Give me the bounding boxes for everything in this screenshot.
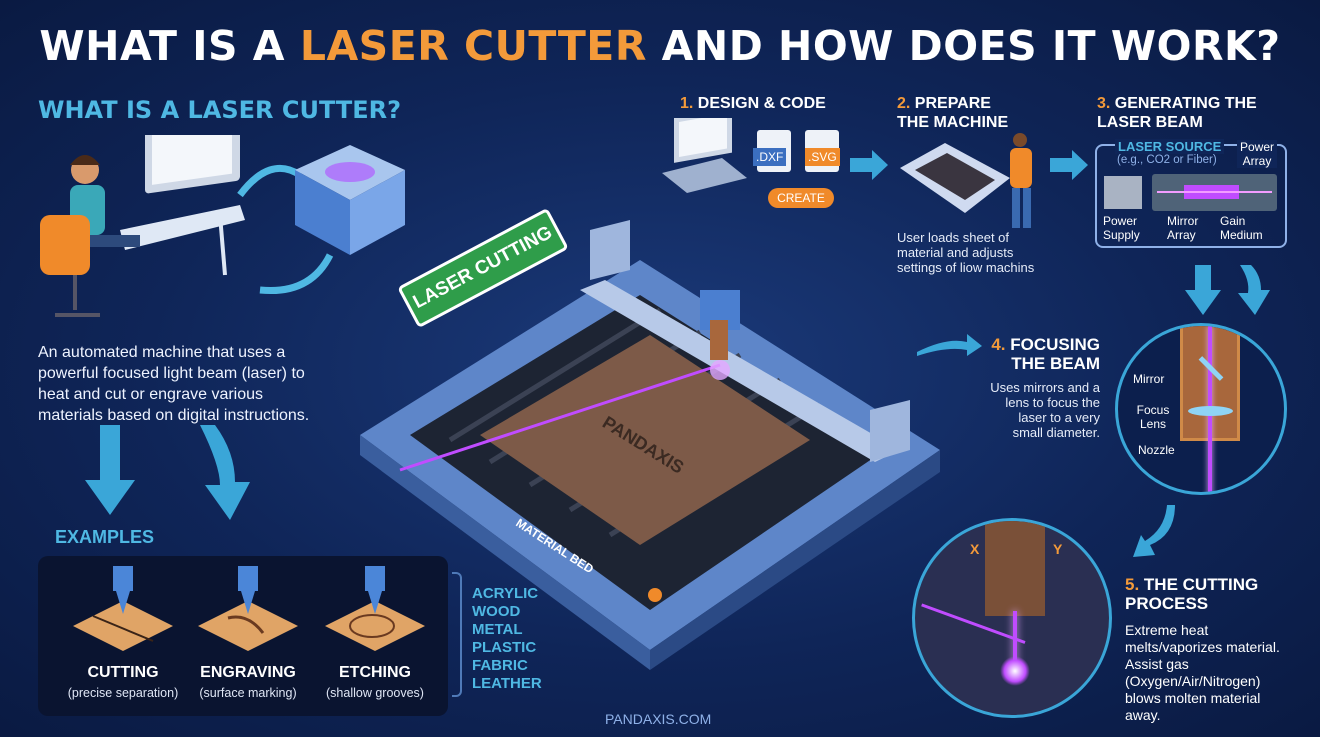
laser-source-subtitle: (e.g., CO2 or Fiber) <box>1117 154 1217 166</box>
svg-file-icon: .SVG <box>805 130 840 172</box>
etching-icon <box>325 566 425 651</box>
step-number: 5. <box>1125 575 1140 594</box>
example-caption: (shallow grooves) <box>326 686 424 700</box>
material-item: WOOD <box>472 603 521 620</box>
step-title-text: THE CUTTING PROCESS <box>1125 575 1259 613</box>
material-item: ACRYLIC <box>472 585 539 602</box>
laser-source-diagram: LASER SOURCE (e.g., CO2 or Fiber) Power … <box>1095 139 1287 248</box>
footer-url[interactable]: PANDAXIS.COM <box>605 711 712 727</box>
material-item: PLASTIC <box>472 639 537 656</box>
step-number: 4. <box>991 335 1006 354</box>
step1-title: 1. DESIGN & CODE <box>680 94 826 113</box>
step-title-text: PREPARE THE MACHINE <box>897 95 1009 131</box>
example-label: ENGRAVING <box>200 664 296 681</box>
focusing-head-detail: Mirror Focus Lens Nozzle <box>1115 323 1287 495</box>
nozzle-label: Nozzle <box>1138 443 1175 457</box>
examples-panel: CUTTING (precise separation) ENGRAVING (… <box>38 556 448 716</box>
title-part: WHAT IS A <box>39 22 300 70</box>
x-axis-label: X <box>970 541 980 557</box>
down-arrows <box>85 425 250 520</box>
power-supply-label: Power Supply <box>1103 214 1140 242</box>
step-title-text: GENERATING THE LASER BEAM <box>1097 95 1257 131</box>
title-highlight: LASER CUTTER <box>299 22 647 70</box>
step5-text: Extreme heat melts/vaporizes material. A… <box>1125 622 1280 723</box>
cutting-icon <box>73 566 173 651</box>
laser-source-title: LASER SOURCE <box>1115 139 1225 154</box>
arrow-right-icon <box>850 150 888 180</box>
step-number: 1. <box>680 95 694 112</box>
bracket <box>452 572 462 697</box>
example-caption: (precise separation) <box>67 686 179 700</box>
mirror-array-label: Mirror Array <box>1167 214 1199 242</box>
examples-heading: EXAMPLES <box>55 527 155 547</box>
intro-heading: WHAT IS A LASER CUTTER? <box>38 96 402 124</box>
power-array-label: Power Array <box>1237 140 1277 168</box>
step4-title: 4. FOCUSING THE BEAM <box>955 335 1100 373</box>
example-label: ETCHING <box>339 664 411 681</box>
mirror-label: Mirror <box>1133 372 1165 386</box>
power-supply-box <box>1104 176 1142 209</box>
material-item: METAL <box>472 621 523 638</box>
example-cutting: CUTTING (precise separation) <box>58 556 188 700</box>
laptop-icon <box>662 118 747 193</box>
laser-cutter-machine-illustration: PANDAXIS MATERIAL BED <box>360 220 940 670</box>
step-title-text: DESIGN & CODE <box>697 95 826 112</box>
dxf-label: .DXF <box>753 148 787 166</box>
dxf-file-icon: .DXF <box>753 130 791 172</box>
curved-arrow-icon <box>1133 505 1175 557</box>
example-etching: ETCHING (shallow grooves) <box>310 556 440 700</box>
page-title: WHAT IS A LASER CUTTER AND HOW DOES IT W… <box>0 22 1320 70</box>
material-item: LEATHER <box>472 675 542 692</box>
example-engraving: ENGRAVING (surface marking) <box>183 556 313 700</box>
step4-text: Uses mirrors and a lens to focus the las… <box>990 380 1100 440</box>
prepare-machine-illustration <box>900 133 1032 228</box>
title-part: AND HOW DOES IT WORK? <box>646 22 1281 70</box>
example-caption: (surface marking) <box>199 686 297 700</box>
focus-lens-label: Focus Lens <box>1136 403 1170 431</box>
step5-title: 5. THE CUTTING PROCESS <box>1125 575 1285 613</box>
create-button[interactable]: CREATE <box>768 188 834 208</box>
step2-text: User loads sheet of material and adjusts… <box>897 230 1035 275</box>
y-axis-label: Y <box>1053 541 1063 557</box>
arrow-right-icon <box>1050 150 1088 180</box>
gain-medium-label: Gain Medium <box>1220 214 1263 242</box>
example-label: CUTTING <box>87 664 159 681</box>
arrow-right-icon <box>917 334 982 356</box>
material-item: FABRIC <box>472 657 528 674</box>
person-at-computer-illustration <box>40 135 334 317</box>
engraving-icon <box>198 566 298 651</box>
step-title-text: FOCUSING THE BEAM <box>1010 335 1100 373</box>
materials-list: ACRYLIC WOOD METAL PLASTIC FABRIC LEATHE… <box>472 585 542 693</box>
laser-tube <box>1152 174 1277 211</box>
step2-title: 2. PREPARE THE MACHINE <box>897 94 1027 132</box>
cutting-process-detail: X Y <box>912 518 1112 718</box>
step3-title: 3. GENERATING THE LASER BEAM <box>1097 94 1267 132</box>
desktop-laser-machine-illustration <box>295 145 405 255</box>
intro-description: An automated machine that uses a powerfu… <box>38 344 310 424</box>
svg-label: .SVG <box>805 148 840 166</box>
down-arrows <box>1185 265 1270 315</box>
step-number: 2. <box>897 95 911 112</box>
step-number: 3. <box>1097 95 1111 112</box>
